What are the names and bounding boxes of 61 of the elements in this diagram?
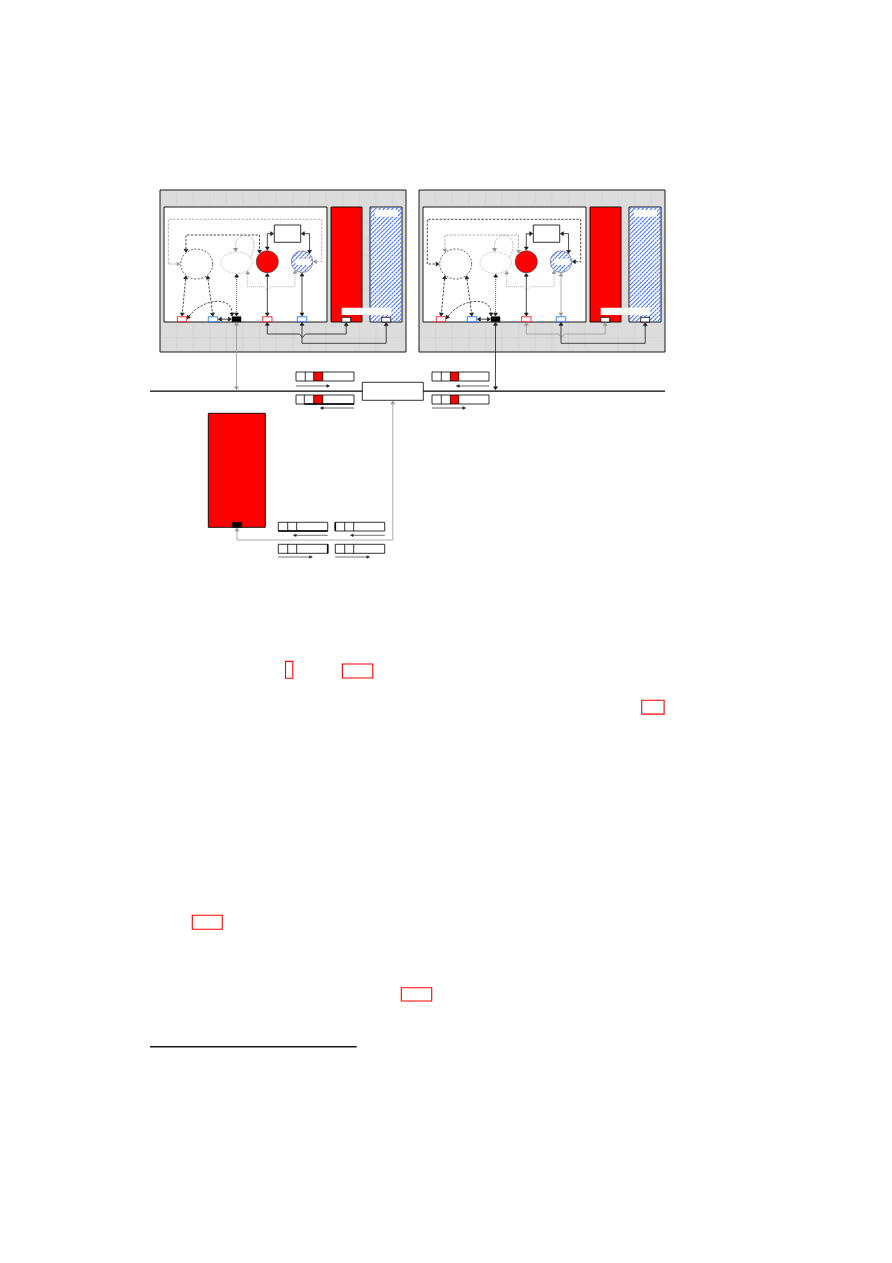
arrow bbox=[493, 322, 498, 391]
port-box bbox=[466, 316, 478, 323]
dashed-arrow bbox=[426, 218, 582, 267]
filled-bar bbox=[207, 412, 266, 528]
dotted-arrow bbox=[493, 273, 498, 317]
filled-bar bbox=[330, 206, 363, 323]
arrow bbox=[301, 231, 312, 254]
port-box bbox=[232, 522, 242, 528]
arrow bbox=[477, 316, 491, 322]
port-box bbox=[231, 316, 242, 322]
arrow bbox=[558, 322, 648, 344]
filled-circle bbox=[256, 250, 279, 273]
arrow bbox=[524, 322, 608, 338]
dashed-arrow bbox=[439, 275, 447, 317]
arrow bbox=[524, 231, 533, 251]
dashed-arrow bbox=[186, 301, 235, 319]
dotted-arrow bbox=[492, 235, 514, 259]
port-box bbox=[381, 316, 392, 323]
process-box bbox=[273, 224, 302, 243]
arrow bbox=[234, 400, 396, 541]
dashed-ellipse bbox=[180, 248, 213, 280]
dotted-ellipse bbox=[220, 251, 253, 274]
port-box bbox=[207, 316, 219, 323]
port-box bbox=[341, 316, 352, 323]
filled-bar bbox=[589, 206, 622, 323]
process-box bbox=[532, 224, 561, 243]
port-box bbox=[490, 316, 501, 322]
arrow bbox=[265, 231, 274, 251]
arrow bbox=[299, 322, 389, 344]
dotted-arrow bbox=[233, 235, 255, 259]
arrow bbox=[299, 272, 305, 317]
filled-circle bbox=[515, 250, 538, 273]
dashed-arrow bbox=[445, 301, 494, 319]
dashed-arrow bbox=[205, 275, 215, 317]
port-box bbox=[640, 316, 651, 323]
process-box bbox=[361, 381, 424, 401]
arrow bbox=[265, 273, 270, 317]
dashed-ellipse bbox=[439, 248, 472, 280]
dashed-arrow bbox=[442, 234, 521, 254]
arrow bbox=[524, 273, 529, 317]
arrow bbox=[560, 231, 571, 254]
port-box bbox=[296, 316, 308, 323]
dotted-arrow bbox=[245, 270, 298, 291]
bus-line bbox=[150, 390, 665, 392]
dashed-arrow bbox=[183, 234, 262, 254]
arrow bbox=[558, 272, 564, 317]
port-box bbox=[600, 316, 611, 323]
arrow bbox=[218, 316, 232, 322]
port-box bbox=[435, 316, 447, 323]
port-box bbox=[555, 316, 567, 323]
dotted-ellipse bbox=[479, 251, 512, 274]
port-box bbox=[521, 316, 532, 323]
arrow bbox=[265, 322, 349, 338]
port-box bbox=[262, 316, 273, 323]
port-box bbox=[176, 316, 188, 323]
dotted-arrow bbox=[234, 273, 239, 317]
dashed-arrow bbox=[464, 275, 474, 317]
dotted-arrow bbox=[504, 270, 557, 291]
dashed-arrow bbox=[180, 275, 188, 317]
arrow bbox=[234, 322, 239, 391]
dashed-arrow bbox=[167, 218, 323, 267]
